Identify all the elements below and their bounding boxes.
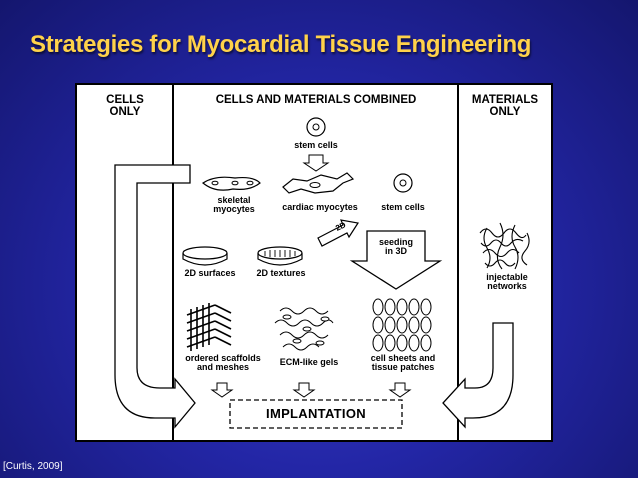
- arrow-cells-only: [114, 164, 196, 429]
- label-ecm-gels: ECM-like gels: [279, 357, 339, 367]
- arrow-2d-icon: [317, 219, 359, 247]
- label-2d-surfaces: 2D surfaces: [184, 268, 236, 278]
- implantation-box: [229, 399, 403, 429]
- ordered-scaffold-icon: [186, 303, 232, 351]
- label-skeletal-myocytes: skeletal myocytes: [213, 195, 255, 215]
- label-2d-textures: 2D textures: [256, 268, 306, 278]
- down-arrow-icon: [302, 154, 330, 172]
- dish-2d-surface-icon: [182, 246, 228, 260]
- strategy-diagram: CELLS ONLY CELLS AND MATERIALS COMBINED …: [75, 83, 553, 442]
- ecm-gel-icon: [274, 307, 334, 351]
- skeletal-myocyte-icon: [201, 176, 261, 191]
- injectable-network-icon: [479, 222, 530, 270]
- header-materials-only: MATERIALS ONLY: [471, 94, 539, 119]
- down-arrow-icon: [292, 382, 316, 398]
- label-injectable-networks: injectable networks: [486, 272, 528, 292]
- label-cardiac-myocytes: cardiac myocytes: [282, 202, 358, 212]
- header-combined: CELLS AND MATERIALS COMBINED: [215, 94, 417, 106]
- label-ordered-scaffolds: ordered scaffolds and meshes: [185, 353, 261, 373]
- slide-title: Strategies for Myocardial Tissue Enginee…: [30, 31, 532, 58]
- header-cells-only: CELLS ONLY: [106, 94, 144, 119]
- down-arrow-icon: [210, 382, 234, 398]
- arrow-seeding-3d-icon: [349, 230, 443, 290]
- diagram-graphics: [75, 83, 553, 442]
- citation: [Curtis, 2009]: [3, 461, 63, 472]
- cell-sheet-icon: [372, 298, 432, 352]
- label-cell-sheets: cell sheets and tissue patches: [370, 353, 436, 373]
- stem-cell-top-icon: [306, 117, 326, 137]
- arrow-materials-only: [442, 322, 514, 429]
- label-implantation: IMPLANTATION: [266, 406, 366, 421]
- label-stem-cells-top: stem cells: [294, 140, 338, 150]
- down-arrow-icon: [388, 382, 412, 398]
- diagram-frame: [75, 83, 553, 442]
- label-seeding-3d: seeding in 3D: [378, 237, 413, 257]
- stem-cell-icon: [393, 173, 413, 193]
- label-stem-cells: stem cells: [381, 202, 425, 212]
